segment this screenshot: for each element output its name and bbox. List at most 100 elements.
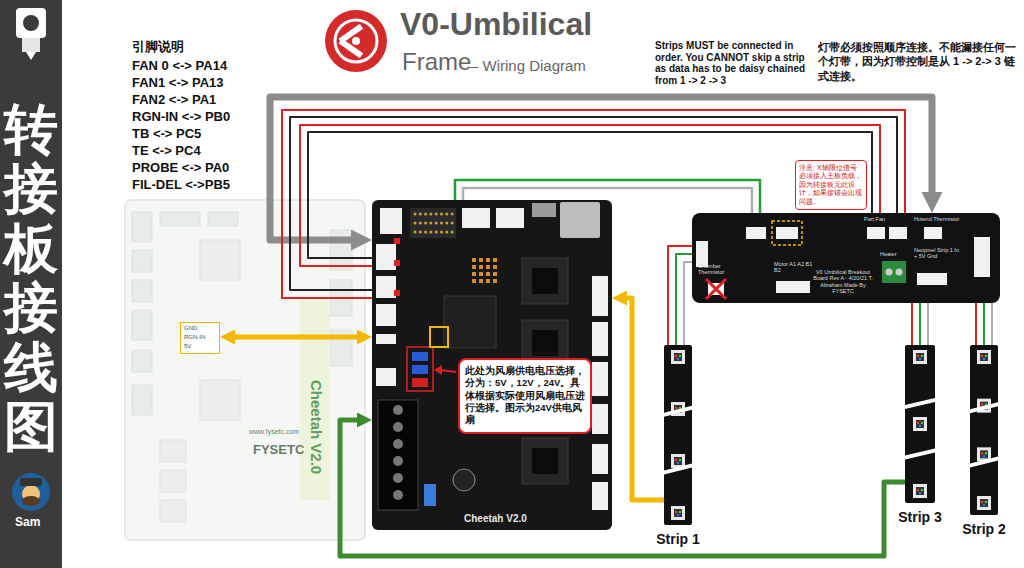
led-core [674,353,682,361]
pin [440,222,443,225]
breakout-board: V0 Umbilical Breakout Board Rev A - 4/20… [692,213,1000,303]
connector [380,208,402,234]
led [977,350,991,364]
led-dot [921,422,924,425]
fuse [424,484,436,506]
led-dot [675,459,678,462]
led-strip: Strip 3 [905,345,935,503]
illustration [664,345,692,525]
pad [493,258,497,262]
led-dot [679,355,682,358]
ghost-chip [160,440,186,462]
pin [435,213,438,216]
ghost-connector [330,230,352,270]
pointer-head [434,365,442,375]
warning-note: 注意: X轴限位信号必须接入主板负载，因为转接板无此设计，如果接错会出现问题。 [795,160,867,210]
logo-disc [325,10,387,72]
driver-chip [532,330,558,356]
led-strip: Strip 1 [664,345,692,525]
ghost-connector [132,310,152,340]
avatar-hat [20,478,42,486]
led-dot [677,514,680,517]
pin-label: FAN2 <-> PA1 [132,93,216,108]
connector [592,322,608,356]
led-dot [679,511,682,514]
connector [917,273,947,285]
wire [927,303,929,345]
strip-cut [905,448,935,459]
terminal-block [378,400,418,510]
ghost-connector [132,280,152,302]
screw [393,473,403,483]
led-core [916,420,924,428]
led-strip-text: Strip 2 [962,521,1006,537]
cross-mark [706,279,726,299]
red-mark [394,238,400,244]
jumper-highlight [407,347,433,391]
connector [867,227,885,239]
led-dot [677,358,680,361]
ghost-chip [200,240,240,280]
connector-highlight [430,327,448,347]
connector [974,237,990,277]
connector [376,304,396,326]
screw [393,405,403,415]
led-dot [675,407,678,410]
jumper [412,352,428,361]
led-dot [981,355,984,358]
illustration [905,345,935,503]
pin [445,231,448,234]
pin [419,213,422,216]
connector [776,281,810,293]
strip-cut [905,398,935,409]
breakout-board-text: Motor A1 A2 B1 B2 [774,261,814,274]
led-dot [917,355,920,358]
led-dot [917,422,920,425]
pointer-line [440,370,456,372]
led-dot [677,462,680,465]
highlight-box: GNDRGN-IN5V [180,322,220,354]
wire [684,262,692,345]
led-strip-text: Strip 1 [656,531,700,547]
main-board: Cheetah V2.0此处为风扇供电电压选择，分为：5V，12V，24V。具体… [372,200,612,530]
hotend-icon [16,8,46,38]
connector [376,368,396,386]
note-text: 灯带必须按照顺序连接。不能漏接任何一个灯带，因为灯带控制是从 1 -> 2-> … [818,40,1021,83]
led-strip: Strip 2 [970,345,998,515]
red-mark [394,260,400,266]
ghost-connector [132,385,152,415]
breakout-board-text: Neopixel Strip 1 In + 5V Gnd [914,247,962,260]
led-core [980,499,988,507]
led-dot [921,489,924,492]
pad [479,272,483,276]
pad [472,279,476,283]
screw [393,439,403,449]
ghost-chip [200,380,240,420]
pin-header [410,208,456,238]
led-dot [675,355,678,358]
illustration [970,345,998,515]
led [913,484,927,498]
led-dot [675,511,678,514]
ghost-chip [160,500,186,522]
highlight-box-text: 5V [184,343,191,350]
led-dot [983,455,986,458]
main-board-text: Cheetah V2.0 [464,513,527,525]
pin [440,213,443,216]
wire [676,254,692,345]
mcu [444,296,496,348]
pin [424,222,427,225]
led-dot [921,355,924,358]
pad [472,258,476,262]
breakout-board-text: V0 Umbilical Breakout Board Rev A - 4/20… [810,269,876,294]
led-dot [985,501,988,504]
screw [393,490,403,500]
pin-label: RGN-IN <-> PB0 [132,110,230,125]
connector [592,362,608,396]
title-band: 转接板接线图 [0,0,62,568]
pin [424,231,427,234]
pad [486,265,490,269]
ghost-board: Cheetah V2.0www.fysetc.comFYSETCGNDRGN-I… [125,200,365,540]
highlight-box-text: RGN-IN [184,334,205,341]
led-strip-text: Strip 3 [898,509,942,525]
